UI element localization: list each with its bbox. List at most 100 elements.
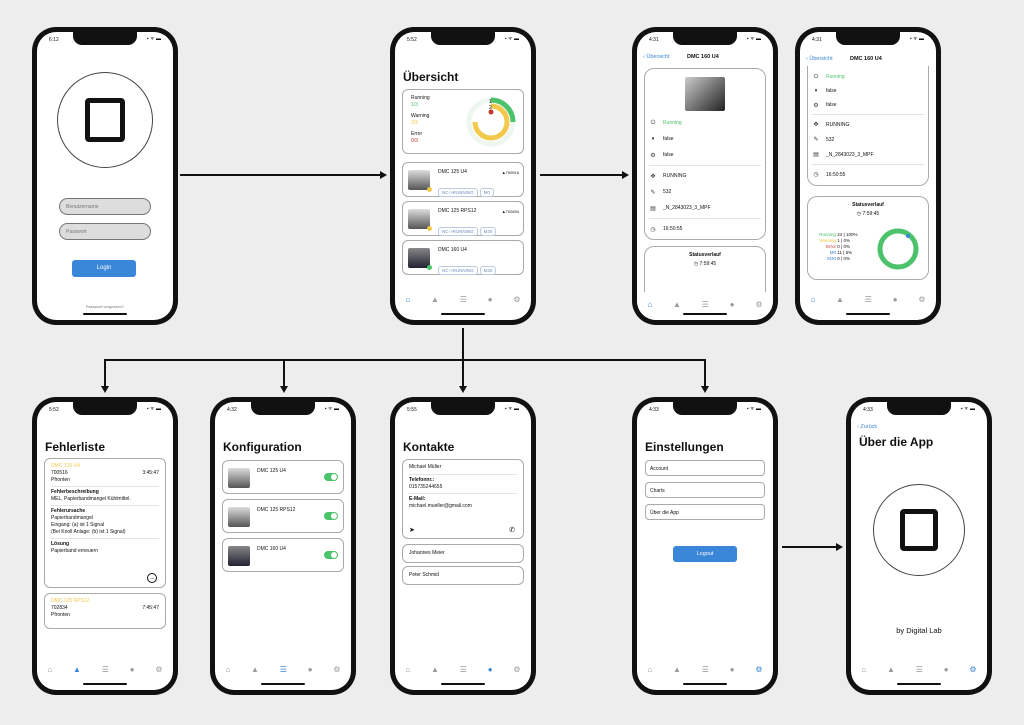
person-icon[interactable]: ● xyxy=(729,665,735,674)
machine-name: DMC 125 U4 xyxy=(257,468,286,474)
list-icon[interactable]: ☰ xyxy=(701,300,709,309)
arrow-right-circle-icon[interactable]: → xyxy=(147,573,157,583)
location-icon[interactable]: ➤ xyxy=(409,527,415,534)
person-icon[interactable]: ● xyxy=(307,665,313,674)
warning-icon[interactable]: ▲ xyxy=(251,665,259,674)
list-icon[interactable]: ☰ xyxy=(459,665,467,674)
list-icon[interactable]: ☰ xyxy=(864,295,872,304)
machine-toggle[interactable] xyxy=(324,551,338,559)
status-time: 4:31 xyxy=(649,37,659,43)
settings-item-account[interactable]: Account xyxy=(645,460,765,476)
arrow-settings-about xyxy=(782,546,836,548)
back-button[interactable]: ‹ Übersicht xyxy=(643,54,670,60)
home-icon[interactable]: ⌂ xyxy=(405,295,411,304)
back-button[interactable]: ‹ Zurück xyxy=(857,424,878,430)
tool-icon: ✎ xyxy=(650,189,656,196)
home-icon[interactable]: ⌂ xyxy=(861,665,867,674)
clock-icon: ◷ xyxy=(650,226,656,233)
contact-card[interactable]: Peter Schmid xyxy=(402,566,524,585)
machine-toggle[interactable] xyxy=(324,473,338,481)
username-input[interactable] xyxy=(59,198,151,215)
list-icon[interactable]: ☰ xyxy=(279,665,287,674)
gear-icon: ⚙ xyxy=(813,102,819,109)
gear-icon[interactable]: ⚙ xyxy=(755,665,763,674)
gear-icon[interactable]: ⚙ xyxy=(755,300,763,309)
status-chip: NC->RUNNING xyxy=(438,227,478,236)
warning-icon[interactable]: ▲ xyxy=(431,665,439,674)
program-icon: ▤ xyxy=(813,152,819,158)
status-icons: ▪ ᯤ ▬ xyxy=(146,406,161,412)
machine-detail-card: ⏻Running ⏸false ⚙false ✥RUNNING ✎532 ▤_N… xyxy=(644,68,766,240)
app-logo xyxy=(57,72,153,168)
password-input[interactable] xyxy=(59,223,151,240)
gear-icon[interactable]: ⚙ xyxy=(513,295,521,304)
detail-row: ◷16:50:55 xyxy=(650,226,683,233)
login-button[interactable]: Login xyxy=(72,260,136,277)
logout-button[interactable]: Logout xyxy=(673,546,737,562)
detail-row: ⏸false xyxy=(645,131,765,147)
warning-icon[interactable]: ▲ xyxy=(887,665,895,674)
gear-icon[interactable]: ⚙ xyxy=(333,665,341,674)
detail-row: ✥RUNNING xyxy=(650,173,687,180)
person-icon[interactable]: ● xyxy=(892,295,898,304)
error-code: 700516 xyxy=(51,470,68,476)
gear-icon[interactable]: ⚙ xyxy=(918,295,926,304)
home-icon[interactable]: ⌂ xyxy=(810,295,816,304)
person-icon[interactable]: ● xyxy=(729,300,735,309)
gear-icon[interactable]: ⚙ xyxy=(513,665,521,674)
contact-card[interactable]: Johannes Meier xyxy=(402,544,524,563)
alarm-code: ▲700516 xyxy=(501,170,519,175)
home-icon[interactable]: ⌂ xyxy=(647,665,653,674)
person-icon[interactable]: ● xyxy=(943,665,949,674)
list-icon[interactable]: ☰ xyxy=(701,665,709,674)
warning-icon[interactable]: ▲ xyxy=(673,300,681,309)
notch xyxy=(251,402,315,415)
status-icons: ▪ ᯤ ▬ xyxy=(960,406,975,412)
home-icon[interactable]: ⌂ xyxy=(647,300,653,309)
warning-icon[interactable]: ▲ xyxy=(673,665,681,674)
page-title: Kontakte xyxy=(403,440,455,454)
home-icon[interactable]: ⌂ xyxy=(47,665,53,674)
warning-icon[interactable]: ▲ xyxy=(431,295,439,304)
home-icon[interactable]: ⌂ xyxy=(405,665,411,674)
person-icon[interactable]: ● xyxy=(487,665,493,674)
summary-value: 2/3 xyxy=(411,120,418,126)
axis-icon: ✥ xyxy=(813,122,819,128)
arrow-login-overview xyxy=(180,174,380,176)
error-time: 7:45:47 xyxy=(142,605,159,611)
machine-image xyxy=(408,248,432,270)
list-icon[interactable]: ☰ xyxy=(101,665,109,674)
nav-title: DMC 160 U4 xyxy=(850,56,882,62)
person-icon[interactable]: ● xyxy=(129,665,135,674)
settings-item-about[interactable]: Über die App xyxy=(645,504,765,520)
power-icon: ⏻ xyxy=(650,119,656,126)
gear-icon[interactable]: ⚙ xyxy=(969,665,977,674)
machine-image xyxy=(228,468,250,488)
warning-icon[interactable]: ▲ xyxy=(73,665,81,674)
page-title: Konfiguration xyxy=(223,440,302,454)
history-row: Running 24 | 100% xyxy=(819,232,858,237)
settings-item-charts[interactable]: Charts xyxy=(645,482,765,498)
list-icon[interactable]: ☰ xyxy=(915,665,923,674)
person-icon[interactable]: ● xyxy=(487,295,493,304)
back-button[interactable]: ‹ Übersicht xyxy=(806,56,833,62)
list-icon[interactable]: ☰ xyxy=(459,295,467,304)
gear-icon[interactable]: ⚙ xyxy=(155,665,163,674)
connector-drop xyxy=(462,359,464,387)
warning-icon[interactable]: ▲ xyxy=(836,295,844,304)
connector-drop xyxy=(704,359,706,387)
forgot-password-link[interactable]: Passwort vergessen? xyxy=(85,304,125,309)
tab-bar: ⌂ ▲ ☰ ● ⚙ xyxy=(37,665,173,674)
machine-name: DMC 160 U4 xyxy=(257,546,286,552)
home-icon[interactable]: ⌂ xyxy=(225,665,231,674)
machine-toggle[interactable] xyxy=(324,512,338,520)
history-row: Warning 1 | 0% xyxy=(819,238,850,243)
contact-card-expanded[interactable]: Michael Müller Telefonnr.: 015735244655 … xyxy=(402,459,524,539)
ring-label: 1 xyxy=(489,99,492,105)
phone-icon[interactable]: ✆ xyxy=(509,527,515,534)
